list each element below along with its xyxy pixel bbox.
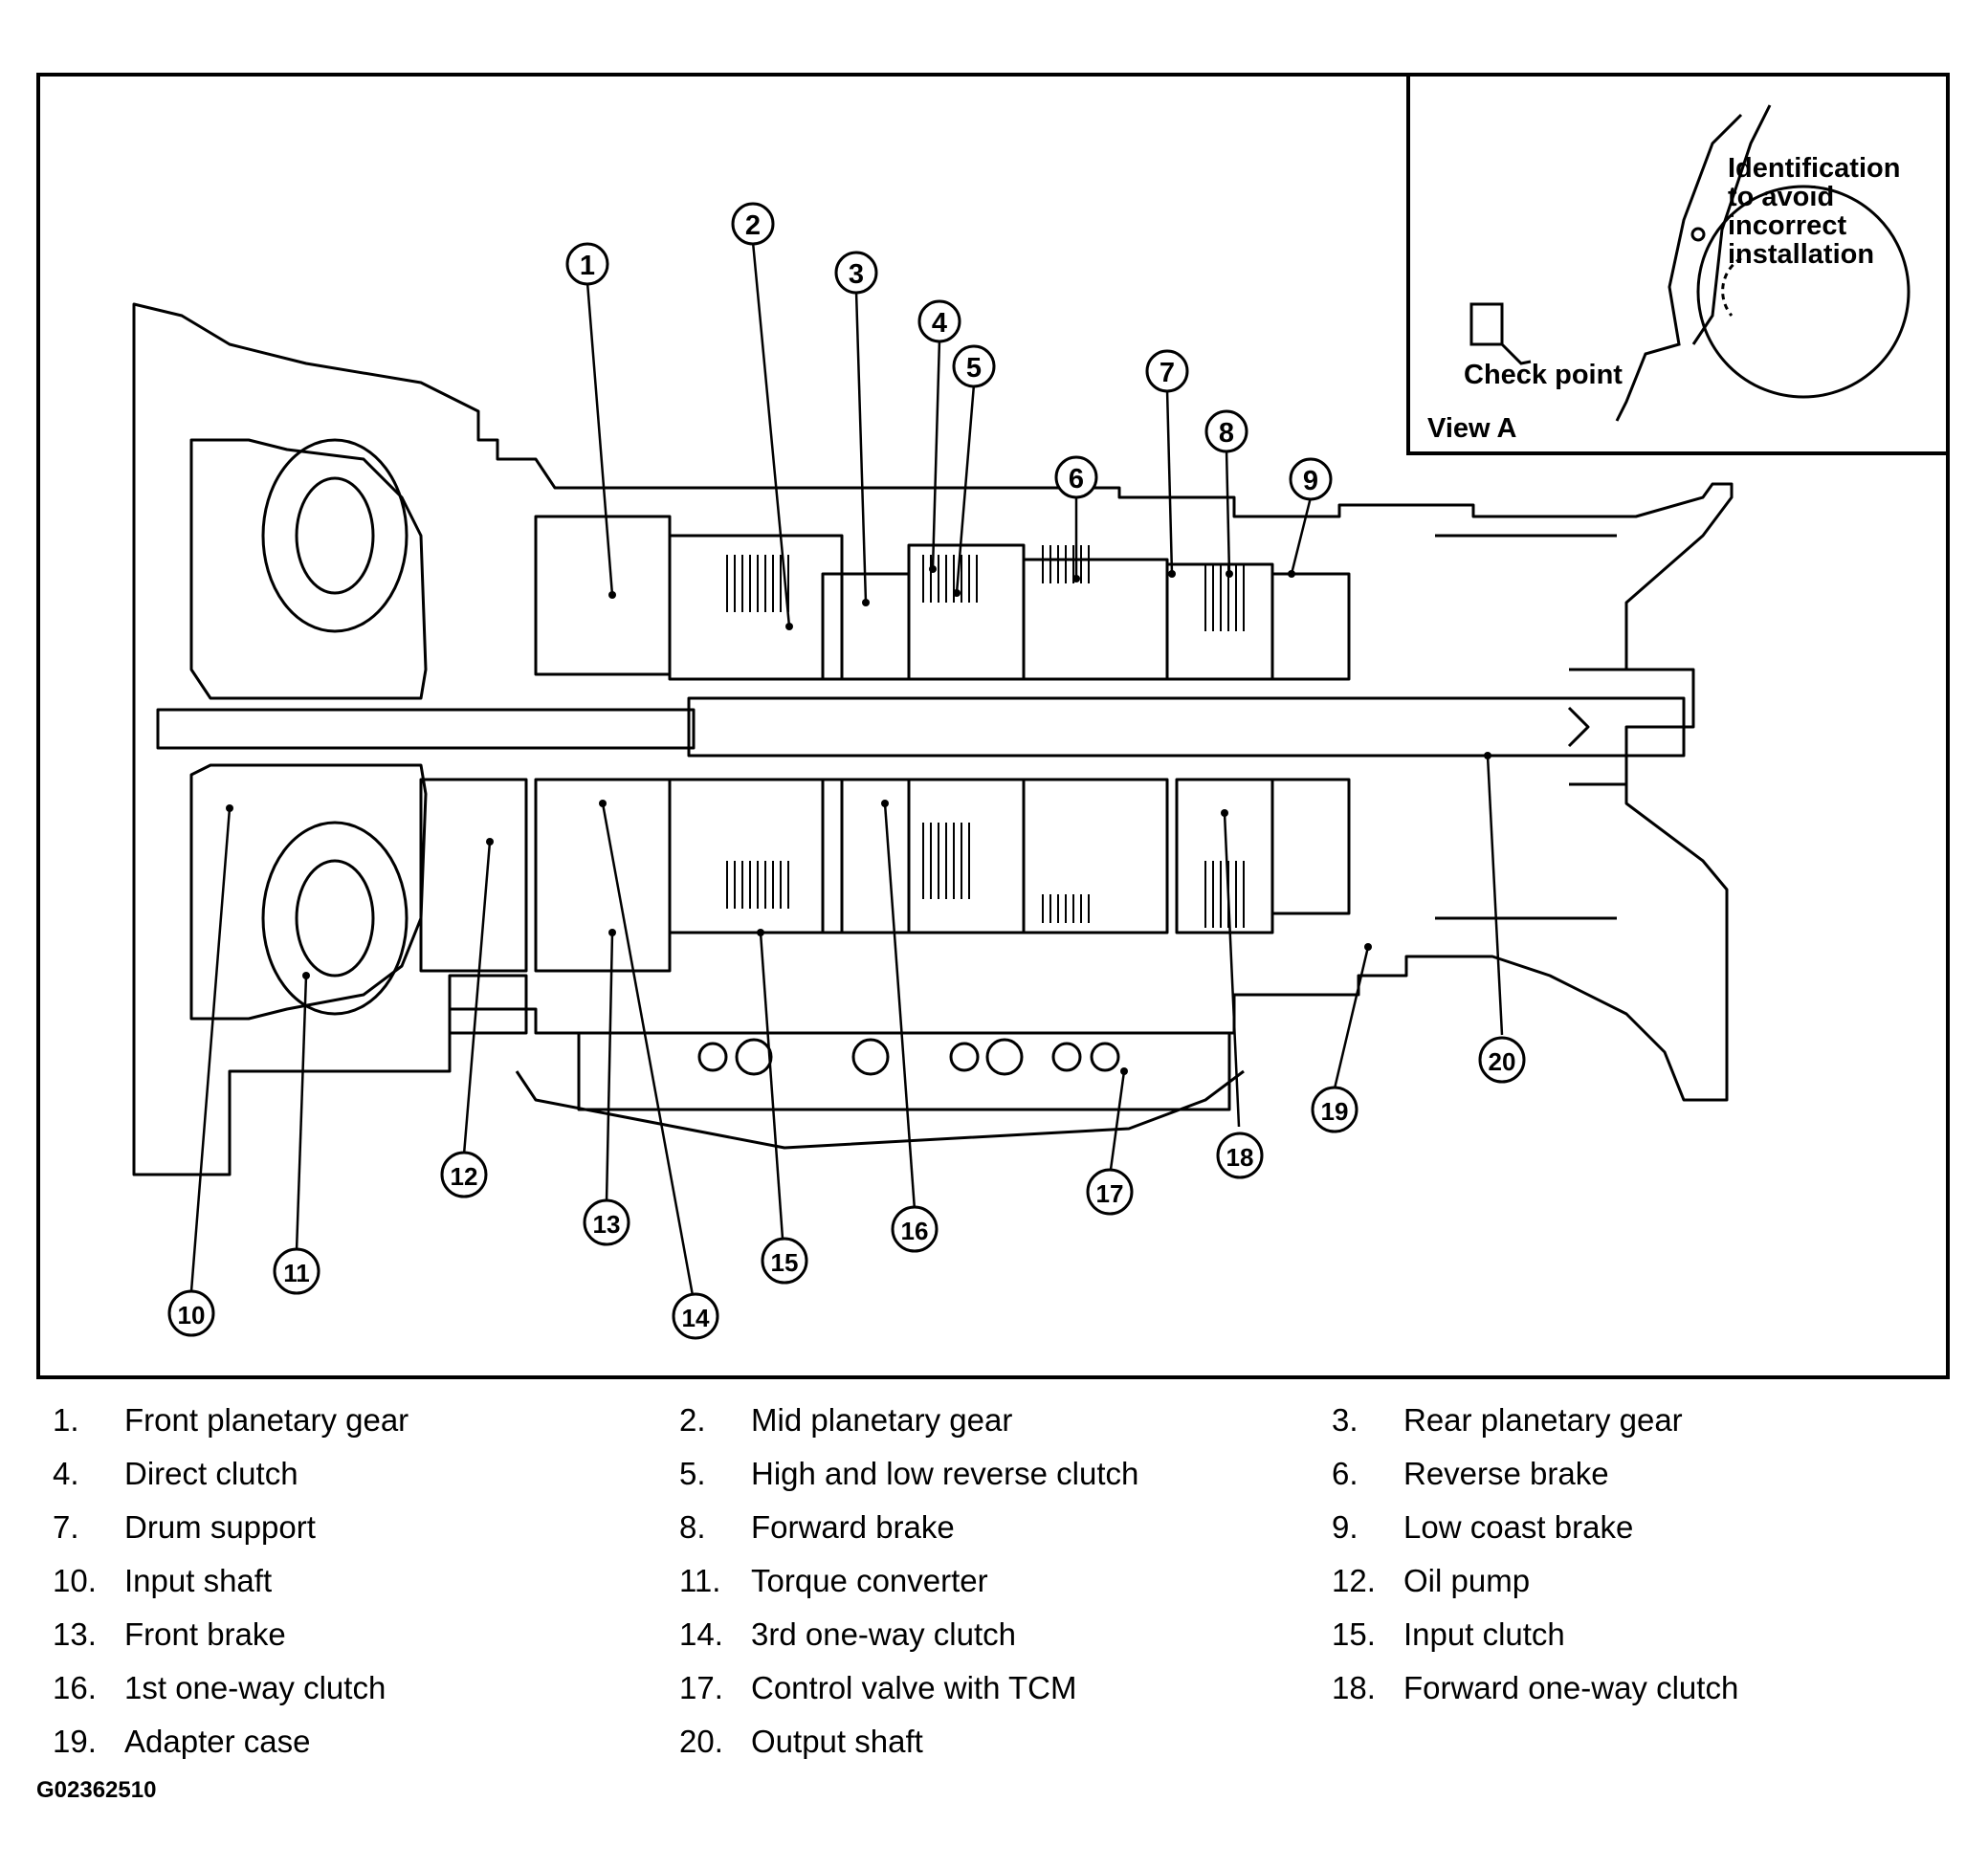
- legend-number: 5.: [679, 1456, 706, 1491]
- inset-note-line-4: installation: [1728, 239, 1875, 270]
- legend-label: Front brake: [124, 1616, 286, 1652]
- legend-label: Mid planetary gear: [751, 1402, 1013, 1438]
- legend-number: 20.: [679, 1724, 723, 1759]
- inset-note-line-3: incorrect: [1728, 210, 1847, 241]
- callout-17: 17: [1086, 1168, 1134, 1216]
- legend-label: Direct clutch: [124, 1456, 298, 1491]
- legend-number: 14.: [679, 1616, 723, 1652]
- legend-label: Output shaft: [751, 1724, 923, 1759]
- callout-18: 18: [1216, 1132, 1264, 1179]
- legend-label: Adapter case: [124, 1724, 311, 1759]
- legend-label: 1st one-way clutch: [124, 1670, 387, 1705]
- legend-label: High and low reverse clutch: [751, 1456, 1139, 1491]
- legend-number: 15.: [1332, 1616, 1376, 1652]
- legend-number: 9.: [1332, 1509, 1358, 1545]
- legend-label: Rear planetary gear: [1403, 1402, 1683, 1438]
- svg-text:7: 7: [1160, 358, 1175, 388]
- callout-2: 2: [731, 202, 775, 246]
- legend-number: 4.: [53, 1456, 79, 1491]
- callout-14: 14: [672, 1292, 719, 1340]
- callout-6: 6: [1054, 455, 1098, 499]
- callout-3: 3: [834, 251, 878, 295]
- converter-rear: [189, 763, 428, 1021]
- svg-text:15: 15: [771, 1248, 799, 1277]
- legend-number: 19.: [53, 1724, 97, 1759]
- callout-10: 10: [167, 1289, 215, 1337]
- callout-9: 9: [1289, 457, 1333, 501]
- svg-text:13: 13: [593, 1210, 621, 1239]
- callout-1: 1: [565, 242, 609, 286]
- legend-number: 2.: [679, 1402, 706, 1438]
- figure-code: G02362510: [36, 1777, 157, 1803]
- legend-label: 3rd one-way clutch: [751, 1616, 1016, 1652]
- legend-label: Forward brake: [751, 1509, 955, 1545]
- svg-text:14: 14: [682, 1304, 710, 1332]
- legend-label: Oil pump: [1403, 1563, 1531, 1598]
- legend-label: Front planetary gear: [124, 1402, 409, 1438]
- converter-front: [189, 438, 428, 700]
- oil-pan: [515, 1069, 1245, 1150]
- callout-12: 12: [440, 1151, 488, 1198]
- legend-number: 3.: [1332, 1402, 1358, 1438]
- check-point-label: Check point: [1464, 360, 1623, 390]
- legend-number: 18.: [1332, 1670, 1376, 1705]
- svg-text:4: 4: [932, 308, 947, 339]
- svg-text:9: 9: [1303, 466, 1318, 496]
- legend-label: Input shaft: [124, 1563, 273, 1598]
- inset-note-line-1: Identification: [1728, 153, 1901, 184]
- legend-number: 12.: [1332, 1563, 1376, 1598]
- input-shaft: [156, 708, 696, 750]
- svg-text:1: 1: [580, 251, 595, 281]
- svg-text:20: 20: [1489, 1047, 1516, 1076]
- svg-text:18: 18: [1226, 1143, 1254, 1172]
- svg-text:2: 2: [745, 210, 761, 241]
- inset-note-line-2: to avoid: [1728, 182, 1835, 212]
- view-a-label: View A: [1427, 413, 1517, 444]
- svg-text:12: 12: [451, 1162, 478, 1191]
- view-a-inset: Identification to avoid incorrect instal…: [1406, 73, 1950, 455]
- legend-label: Torque converter: [751, 1563, 988, 1598]
- legend-number: 11.: [679, 1563, 721, 1598]
- output-shaft: [687, 696, 1686, 758]
- callout-13: 13: [583, 1198, 630, 1246]
- svg-text:11: 11: [283, 1259, 310, 1287]
- callout-19: 19: [1311, 1086, 1358, 1133]
- callout-20: 20: [1478, 1036, 1526, 1084]
- legend-number: 1.: [53, 1402, 79, 1438]
- svg-text:19: 19: [1321, 1097, 1349, 1126]
- legend-number: 10.: [53, 1563, 97, 1598]
- svg-text:8: 8: [1219, 418, 1234, 449]
- svg-text:17: 17: [1096, 1179, 1124, 1208]
- callout-5: 5: [952, 344, 996, 388]
- legend-number: 6.: [1332, 1456, 1358, 1491]
- legend-label: Reverse brake: [1403, 1456, 1609, 1491]
- callout-16: 16: [891, 1205, 939, 1253]
- legend-label: Forward one-way clutch: [1403, 1670, 1739, 1705]
- legend-label: Drum support: [124, 1509, 316, 1545]
- callout-7: 7: [1145, 349, 1189, 393]
- svg-text:3: 3: [849, 259, 864, 290]
- svg-text:10: 10: [178, 1301, 206, 1330]
- callout-4: 4: [917, 299, 961, 343]
- legend-number: 16.: [53, 1670, 97, 1705]
- callout-8: 8: [1204, 409, 1248, 453]
- legend-number: 17.: [679, 1670, 723, 1705]
- legend-number: 13.: [53, 1616, 97, 1652]
- diagram-frame: [36, 73, 1950, 1379]
- callout-11: 11: [273, 1247, 320, 1295]
- legend-label: Low coast brake: [1403, 1509, 1634, 1545]
- legend-label: Control valve with TCM: [751, 1670, 1077, 1705]
- svg-text:16: 16: [901, 1217, 929, 1245]
- legend-number: 8.: [679, 1509, 706, 1545]
- valve-body: [577, 1031, 1231, 1111]
- callout-15: 15: [761, 1237, 808, 1285]
- legend-label: Input clutch: [1403, 1616, 1565, 1652]
- legend-number: 7.: [53, 1509, 79, 1545]
- svg-text:5: 5: [966, 353, 982, 384]
- svg-text:6: 6: [1069, 464, 1084, 494]
